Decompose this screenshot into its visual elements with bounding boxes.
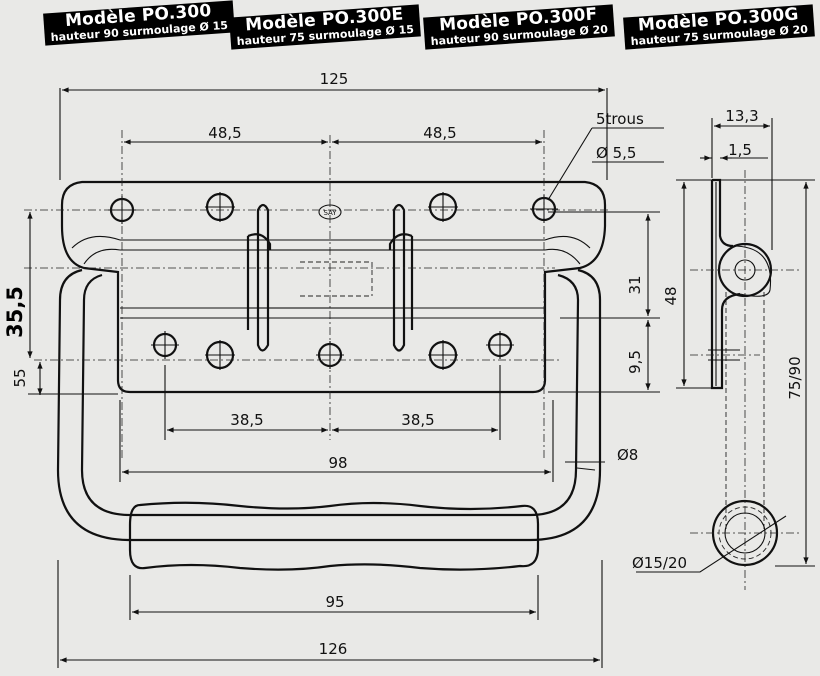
dim-126: 126: [319, 640, 348, 658]
dimension-lines: [27, 87, 664, 668]
dim-13-3: 13,3: [725, 107, 758, 125]
dim-9-5: 9,5: [626, 350, 644, 374]
dim-rod-diameter: Ø8: [617, 446, 638, 464]
grip-sleeve: [128, 501, 540, 571]
dim-38-5-right: 38,5: [401, 411, 434, 429]
plate-channel: [120, 239, 545, 319]
dim-125: 125: [320, 70, 349, 88]
dim-35-5: 35,5: [3, 286, 27, 338]
dim-55: 55: [11, 368, 29, 387]
dim-31: 31: [626, 275, 644, 294]
stamp-text: SAY: [323, 209, 337, 217]
dim-75-90: 75/90: [786, 356, 804, 399]
dim-38-5-left: 38,5: [230, 411, 263, 429]
mounting-holes: [109, 192, 557, 370]
dim-48: 48: [662, 286, 680, 305]
dim-98: 98: [328, 454, 347, 472]
handle-bail: [56, 268, 602, 542]
dim-48-5-left: 48,5: [208, 124, 241, 142]
dim-95: 95: [325, 593, 344, 611]
dim-grip-diameter: Ø15/20: [632, 554, 687, 572]
holes-note: 5trous: [596, 110, 644, 128]
dim-hole-diameter: Ø 5,5: [596, 144, 636, 162]
mounting-plate-outline: [60, 180, 607, 394]
dim-48-5-right: 48,5: [423, 124, 456, 142]
front-view: SAY: [56, 180, 607, 571]
dim-1-5: 1,5: [728, 141, 752, 159]
side-view: [636, 118, 815, 590]
